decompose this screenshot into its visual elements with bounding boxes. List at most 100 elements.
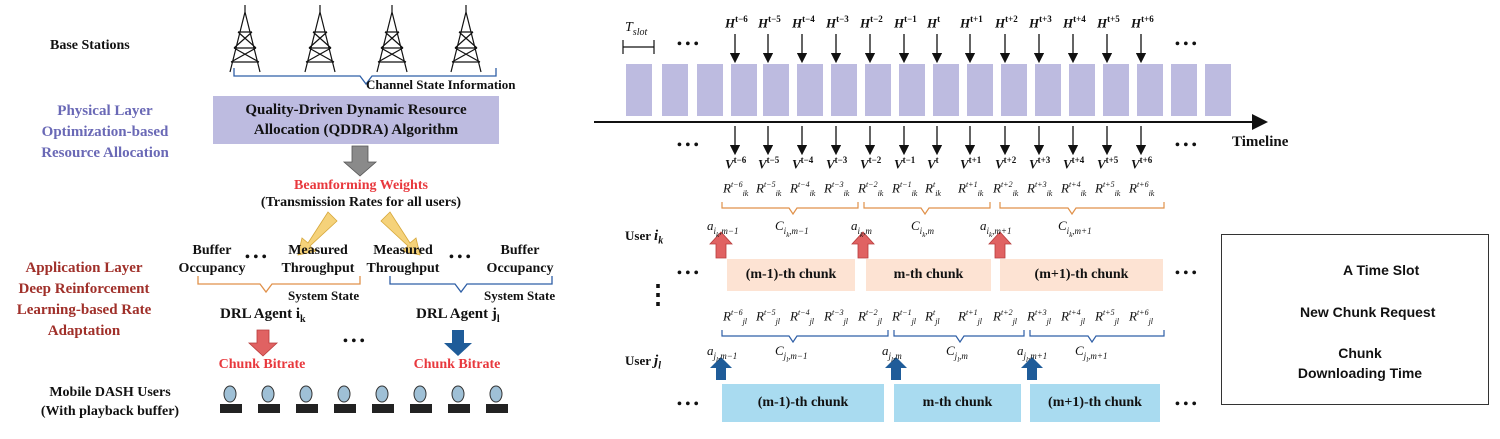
dots-mid-left: • • •	[677, 138, 699, 153]
a-ik-2-k: k	[860, 230, 864, 239]
qddra-line-2: Allocation (QDDRA) Algorithm	[253, 122, 459, 138]
measured-throughput-left-1: Measured	[288, 243, 348, 258]
v-label-1: Vt−6	[725, 155, 747, 172]
c-ik-m: Cik,m	[911, 218, 935, 239]
csi-label: Channel State Information	[366, 77, 516, 92]
r-jl-6: Rt−1jl	[892, 308, 917, 326]
legend-chunk-dl: Chunk Downloading Time	[1298, 343, 1422, 383]
beamforming-label: Beamforming Weights	[294, 178, 428, 193]
h-label-6: Ht−1	[894, 14, 917, 31]
mobile-users-line-2: (With playback buffer)	[40, 404, 180, 419]
h-label-7: Ht	[927, 14, 941, 31]
r-ik-2: Rt−5ik	[756, 180, 782, 198]
chunk-jl-m: m-th chunk	[894, 384, 1021, 422]
physical-layer-line-2: Optimization-based	[41, 124, 169, 140]
phone-icons	[220, 385, 508, 413]
user-jl-text: User	[625, 353, 651, 368]
yellow-arrow-right	[380, 211, 421, 256]
a-ik-1-m: m−1	[721, 225, 739, 236]
time-slot-10	[933, 64, 959, 116]
time-slot-14	[1069, 64, 1095, 116]
c-ik-1-m: m−1	[791, 225, 809, 236]
a-jl-3-j: j	[1023, 350, 1027, 361]
drl-agent-ik-text: DRL Agent i	[220, 306, 301, 322]
legend-chunk-dl-2: Downloading Time	[1297, 365, 1423, 381]
user-jl-label: User jl	[625, 353, 661, 372]
c-jl-1-l: l	[786, 355, 789, 364]
app-layer-line-4: Adaptation	[47, 323, 121, 339]
transmission-rates-label: (Transmission Rates for all users)	[260, 195, 462, 210]
r-ik-4: Rt−3ik	[824, 180, 850, 198]
v-label-5: Vt−2	[860, 155, 882, 172]
r-ik-9: Rt+2ik	[993, 180, 1019, 198]
user-ik-text: User	[625, 228, 651, 243]
buffer-occupancy-right: Buffer Occupancy	[487, 242, 554, 278]
c-ik-2-m: m	[927, 225, 935, 236]
r-ik-11: Rt+4ik	[1061, 180, 1087, 198]
timeline-label: Timeline	[1232, 134, 1289, 150]
r-jl-12: Rt+5jl	[1095, 308, 1120, 326]
time-slot-18	[1205, 64, 1231, 116]
c-ik-1-i: i	[783, 225, 787, 236]
measured-throughput-left-2: Throughput	[281, 261, 355, 276]
r-ik-10: Rt+3ik	[1027, 180, 1053, 198]
r-ik-13: Rt+6ik	[1129, 180, 1155, 198]
user-jl-l: l	[658, 360, 661, 372]
user-jl-j: j	[654, 353, 659, 369]
c-jl-m: Cjl,m	[946, 343, 968, 364]
tower-icon-2	[304, 5, 336, 73]
r-ik-8: Rt+1ik	[958, 180, 984, 198]
h-label-12: Ht+5	[1097, 14, 1120, 31]
measured-throughput-right-2: Throughput	[366, 261, 440, 276]
a-ik-3-k: k	[989, 230, 993, 239]
system-state-left: System State	[288, 288, 360, 303]
measured-throughput-left: Measured Throughput	[282, 242, 355, 278]
request-arrow-jl-2	[885, 357, 907, 380]
r-jl-2: Rt−5jl	[756, 308, 781, 326]
tower-icon-1	[229, 5, 261, 73]
c-ik-2-k: k	[922, 230, 926, 239]
v-label-2: Vt−5	[758, 155, 780, 172]
tower-icon-3	[376, 5, 408, 73]
v-label-8: Vt+1	[960, 155, 982, 172]
v-label-12: Vt+5	[1097, 155, 1119, 172]
mobile-users-label: Mobile DASH Users (With playback buffer)	[41, 383, 179, 421]
chunk-ik-m: m-th chunk	[866, 259, 991, 291]
a-jl-3-l: l	[1026, 355, 1028, 364]
r-ik-3: Rt−4ik	[790, 180, 816, 198]
h-label-1: Ht−6	[725, 14, 748, 31]
r-jl-7: Rtjl	[925, 308, 940, 326]
c-ik-m-1: Cik,m−1	[775, 218, 809, 239]
tslot-bracket	[622, 40, 655, 54]
dots-chunk-jl-right: • • •	[1175, 397, 1197, 412]
c-ik-3-m: m+1	[1074, 225, 1092, 236]
a-ik-1-i: i	[713, 225, 717, 236]
c-jl-1-j: j	[783, 350, 787, 361]
a-ik-3-m: m+1	[994, 225, 1012, 236]
r-ik-5: Rt−2ik	[858, 180, 884, 198]
v-label-6: Vt−1	[894, 155, 916, 172]
a-ik-m-1: aik,m−1	[707, 218, 739, 239]
user-ik-k: k	[658, 235, 664, 247]
a-ik-1-k: k	[716, 230, 720, 239]
v-label-11: Vt+4	[1063, 155, 1085, 172]
c-jl-3-l: l	[1086, 355, 1089, 364]
r-jl-10: Rt+3jl	[1027, 308, 1052, 326]
physical-layer-line-1: Physical Layer	[57, 103, 153, 119]
r-ik-7: Rtik	[925, 180, 941, 198]
buffer-occupancy-right-1: Buffer	[500, 243, 540, 258]
app-layer-line-3: Learning-based Rate	[16, 302, 152, 318]
r-jl-13: Rt+6jl	[1129, 308, 1154, 326]
a-jl-2-l: l	[891, 355, 893, 364]
tslot-sub: slot	[632, 26, 648, 38]
r-jl-1: Rt−6jl	[723, 308, 748, 326]
a-jl-1-j: j	[713, 350, 717, 361]
a-jl-2-j: j	[888, 350, 892, 361]
csi-brace	[233, 68, 497, 86]
buffer-occupancy-left-1: Buffer	[192, 243, 232, 258]
r-jl-11: Rt+4jl	[1061, 308, 1086, 326]
h-label-2: Ht−5	[758, 14, 781, 31]
time-slot-12	[1001, 64, 1027, 116]
c-jl-2-l: l	[957, 355, 960, 364]
dots-chunk-jl-left: • • •	[677, 397, 699, 412]
